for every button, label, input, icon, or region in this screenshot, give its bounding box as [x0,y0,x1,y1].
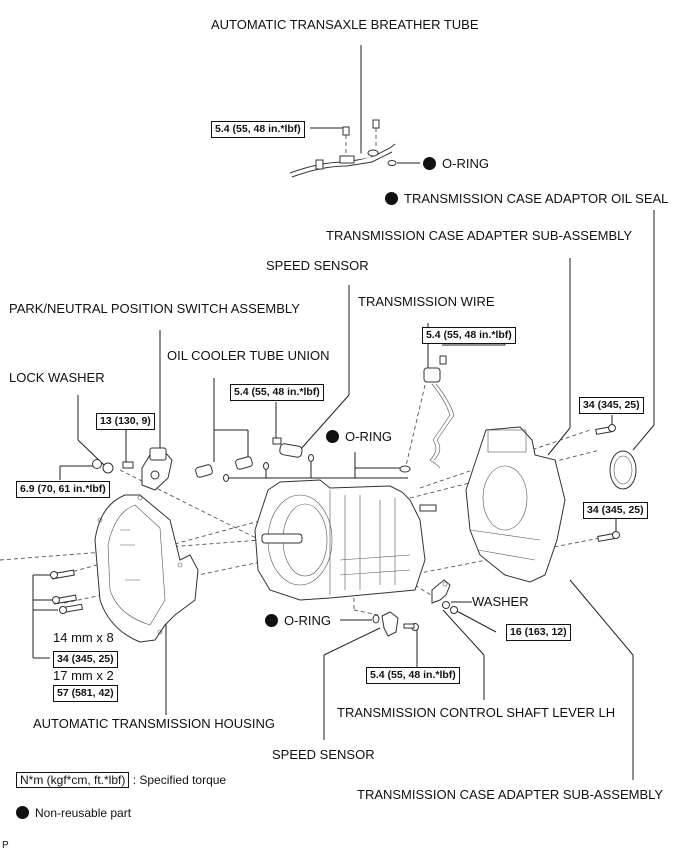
case-adapter-drawing [465,424,637,583]
label-speed-sensor-bottom: SPEED SENSOR [272,747,375,762]
breather-tube-drawing [289,119,397,178]
oil-seal-text: TRANSMISSION CASE ADAPTOR OIL SEAL [404,191,669,206]
label-oil-cooler-tube-union: OIL COOLER TUBE UNION [167,348,330,363]
transmission-wire-drawing [423,355,455,469]
label-transmission-wire: TRANSMISSION WIRE [358,294,495,309]
o-ring-top-text: O-RING [442,156,489,171]
torque-housing-bolt-14mm: 34 (345, 25) [53,651,118,668]
label-housing: AUTOMATIC TRANSMISSION HOUSING [33,716,275,731]
torque-switch-bolt: 13 (130, 9) [96,413,155,430]
label-park-neutral-switch: PARK/NEUTRAL POSITION SWITCH ASSEMBLY [9,301,300,316]
label-control-shaft-lever: TRANSMISSION CONTROL SHAFT LEVER LH [337,705,616,720]
non-reusable-dot-icon [423,157,436,170]
legend-torque-unit: N*m (kgf*cm, ft.*lbf) [16,772,130,788]
non-reusable-dot-icon [16,806,29,819]
transmission-housing-drawing [50,494,199,643]
legend-non-reusable-text: Non-reusable part [35,806,132,820]
label-speed-sensor-top: SPEED SENSOR [266,258,369,273]
torque-housing-bolt-17mm: 57 (581, 42) [53,685,118,702]
oil-cooler-union-drawing [195,437,411,482]
legend-torque: N*m (kgf*cm, ft.*lbf) : Specified torque [16,772,227,788]
leader-lines [32,45,655,780]
label-breather-tube: AUTOMATIC TRANSAXLE BREATHER TUBE [211,17,479,32]
torque-lock-washer-nut: 6.9 (70, 61 in.*lbf) [16,481,110,498]
label-case-adapter-top: TRANSMISSION CASE ADAPTER SUB-ASSEMBLY [326,228,633,243]
label-o-ring-top: O-RING [423,156,489,171]
label-o-ring-middle: O-RING [326,429,392,444]
label-case-adaptor-oil-seal: TRANSMISSION CASE ADAPTOR OIL SEAL [385,191,668,206]
torque-adapter-bolt-upper: 34 (345, 25) [579,397,644,414]
torque-breather-bolt: 5.4 (55, 48 in.*lbf) [211,121,305,138]
o-ring-middle-text: O-RING [345,429,392,444]
non-reusable-dot-icon [385,192,398,205]
legend-non-reusable: Non-reusable part [16,806,131,821]
torque-lever-nut: 16 (163, 12) [506,624,571,641]
torque-speed-sensor-bottom-bolt: 5.4 (55, 48 in.*lbf) [366,667,460,684]
label-bolt-17mm: 17 mm x 2 [53,668,114,683]
label-case-adapter-bottom: TRANSMISSION CASE ADAPTER SUB-ASSEMBLY [357,787,664,802]
torque-speed-sensor-top-bolt: 5.4 (55, 48 in.*lbf) [230,384,324,401]
non-reusable-dot-icon [326,430,339,443]
footer-code: P [2,840,9,851]
legend-torque-desc: : Specified torque [132,773,227,787]
label-washer: WASHER [472,594,529,609]
torque-adapter-bolt-lower: 34 (345, 25) [583,502,648,519]
label-bolt-14mm: 14 mm x 8 [53,630,114,645]
label-lock-washer: LOCK WASHER [9,370,105,385]
lower-parts-drawing [372,579,458,637]
label-o-ring-bottom: O-RING [265,613,331,628]
transmission-body-drawing [254,479,437,601]
non-reusable-dot-icon [265,614,278,627]
o-ring-bottom-text: O-RING [284,613,331,628]
park-neutral-switch-drawing [92,447,173,491]
torque-wire-bolt: 5.4 (55, 48 in.*lbf) [422,327,516,344]
